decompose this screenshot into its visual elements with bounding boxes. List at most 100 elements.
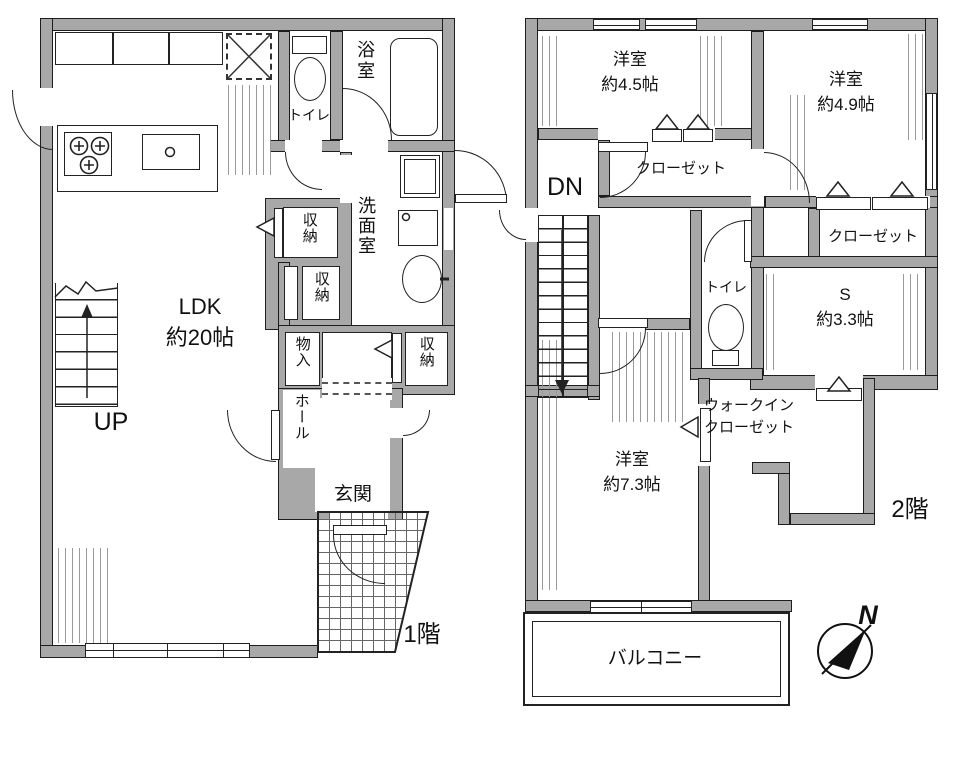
wall [750,256,938,268]
door-leaf [598,142,648,152]
wall [645,318,690,330]
label-toilet-1f: トイレ [288,107,330,123]
slop-sink [398,210,438,246]
wall [598,196,765,208]
hatch [700,36,722,126]
label-closet-1: クローゼット [635,160,726,177]
label-balcony: バルコニー [607,648,703,669]
label-washroom: 洗面室 [356,196,377,256]
wall [790,513,875,525]
closet-small-room [285,332,320,386]
folding-door-leaf [652,129,682,142]
folding-door-leaf [700,408,711,462]
balcony [523,612,790,706]
window [926,93,937,190]
folding-door-leaf [274,208,283,258]
washer-pan-inner [404,159,436,194]
label-storage-1: 収納 [300,212,318,244]
label-service-room: S 約3.3帖 [816,285,874,329]
window [812,19,868,30]
door-opening [388,408,405,438]
toilet-base [712,350,739,366]
door-opening [524,208,539,242]
wall [690,368,763,380]
label-storage-3: 収納 [417,336,435,368]
folding-door-leaf [683,129,713,142]
wall [808,208,820,258]
label-room49: 洋室 約4.9帖 [817,70,875,114]
folding-door-leaf [816,197,871,210]
folding-door-leaf [816,388,862,401]
toilet-tank [292,36,327,54]
pipe-space [284,266,298,320]
hatch [908,34,924,140]
washer-pan [400,155,440,198]
door-arc [343,88,392,140]
storage-room-3 [405,332,448,386]
kitchen-cabinets [55,32,223,65]
label-bath: 浴室 [355,40,376,82]
folding-door-leaf [392,333,402,383]
entrance-floor [315,398,390,512]
wall [330,31,343,140]
window [85,643,250,658]
stairs-2f [538,215,588,398]
folding-door-leaf [872,197,928,210]
hatch [766,274,780,370]
wall [588,215,600,400]
door-leaf [271,410,280,460]
label-walkin-closet: ウォークイン クローゼット [704,397,795,436]
wall [690,210,702,380]
storage-room-1 [283,207,338,258]
label-toilet-2f: トイレ [705,279,747,295]
door-arc [403,410,430,436]
door-leaf [744,220,752,262]
wall [751,31,764,390]
hall-floor [283,390,320,468]
storage-room-2 [302,266,340,320]
balcony-inner [532,621,781,697]
hatch [903,274,921,370]
label-dn: DN [546,173,584,201]
label-hall: ホール [292,393,310,441]
kitchen-sink [142,134,200,170]
wash-basin [402,255,442,303]
wall [40,18,455,31]
hatch [228,85,272,175]
window [593,19,640,30]
label-ldk: LDK 約20帖 [165,294,235,350]
door-leaf [333,525,387,535]
door-leaf [598,318,648,328]
stairs-1f [55,283,118,407]
toilet-bowl [294,57,326,101]
wall [525,18,538,612]
door-opening [285,140,322,152]
door-arc [704,220,748,262]
bathtub [390,38,438,136]
door-arc [12,90,53,150]
label-storage-2: 収納 [312,271,330,303]
stove [64,132,112,176]
label-entrance: 玄関 [333,484,372,505]
hatch [542,340,558,590]
window [645,19,697,30]
label-floor2: 2階 [891,496,929,523]
hatch [542,36,560,126]
wall [863,378,875,525]
refrigerator-space [226,33,272,80]
label-up: UP [93,408,129,436]
toilet-bowl [708,304,744,351]
label-room73: 洋室 約7.3帖 [603,450,661,494]
label-closet-small: 物入 [293,336,311,368]
door-opening [444,208,453,250]
hatch [58,548,114,643]
door-arc [499,210,526,240]
door-opening [751,149,764,206]
door-opening [340,140,388,152]
label-closet-2: クローゼット [827,228,918,245]
label-floor1: 1階 [403,621,441,648]
label-north: N [858,600,878,630]
door-opening [340,155,352,203]
door-arc [227,410,276,462]
